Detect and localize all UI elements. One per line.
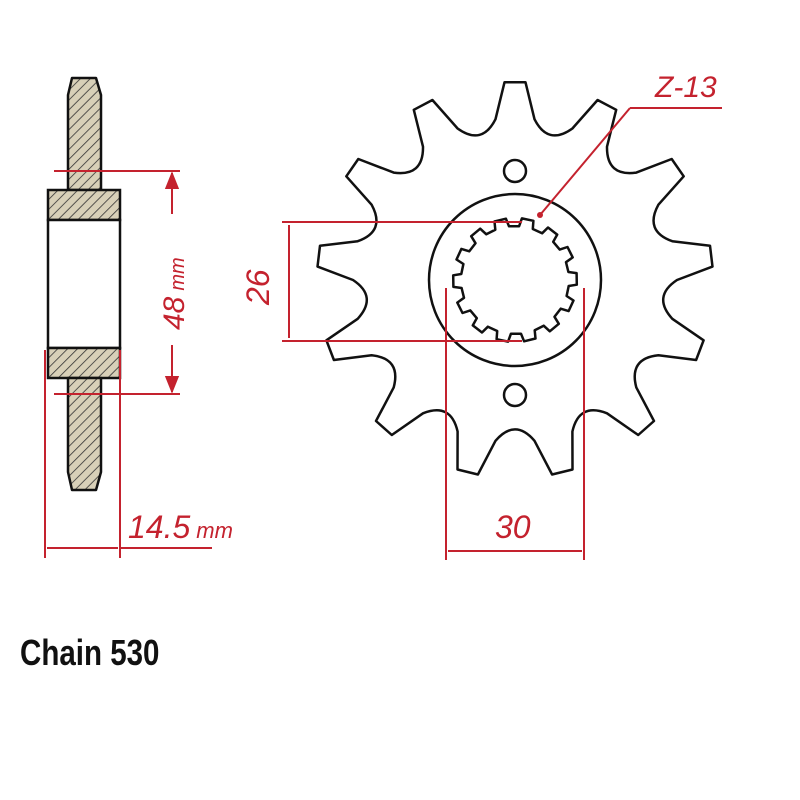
bolt-hole-bottom — [502, 382, 528, 408]
sprocket-front-view — [316, 81, 714, 476]
hub-width-label: 48mm — [158, 257, 191, 330]
teeth-count-leader — [539, 107, 722, 216]
spline-outer-label: 30 — [495, 509, 531, 545]
teeth-count-label: Z-13 — [654, 71, 717, 104]
thickness-dimension — [44, 350, 212, 558]
section-top-hub — [46, 188, 122, 222]
bolt-hole-top — [502, 158, 528, 184]
spline-inner-dimension — [282, 221, 522, 342]
hub-width-dimension — [54, 170, 180, 395]
section-bottom-tooth — [66, 376, 103, 492]
teeth-count-leader-dot — [537, 212, 543, 218]
spline-inner-label: 26 — [240, 269, 276, 306]
section-bore — [46, 218, 122, 350]
chain-size-label: Chain 530 — [20, 632, 160, 673]
section-bottom-hub — [46, 346, 122, 380]
section-top-tooth — [66, 76, 103, 192]
spline-outer-dimension — [445, 288, 585, 560]
